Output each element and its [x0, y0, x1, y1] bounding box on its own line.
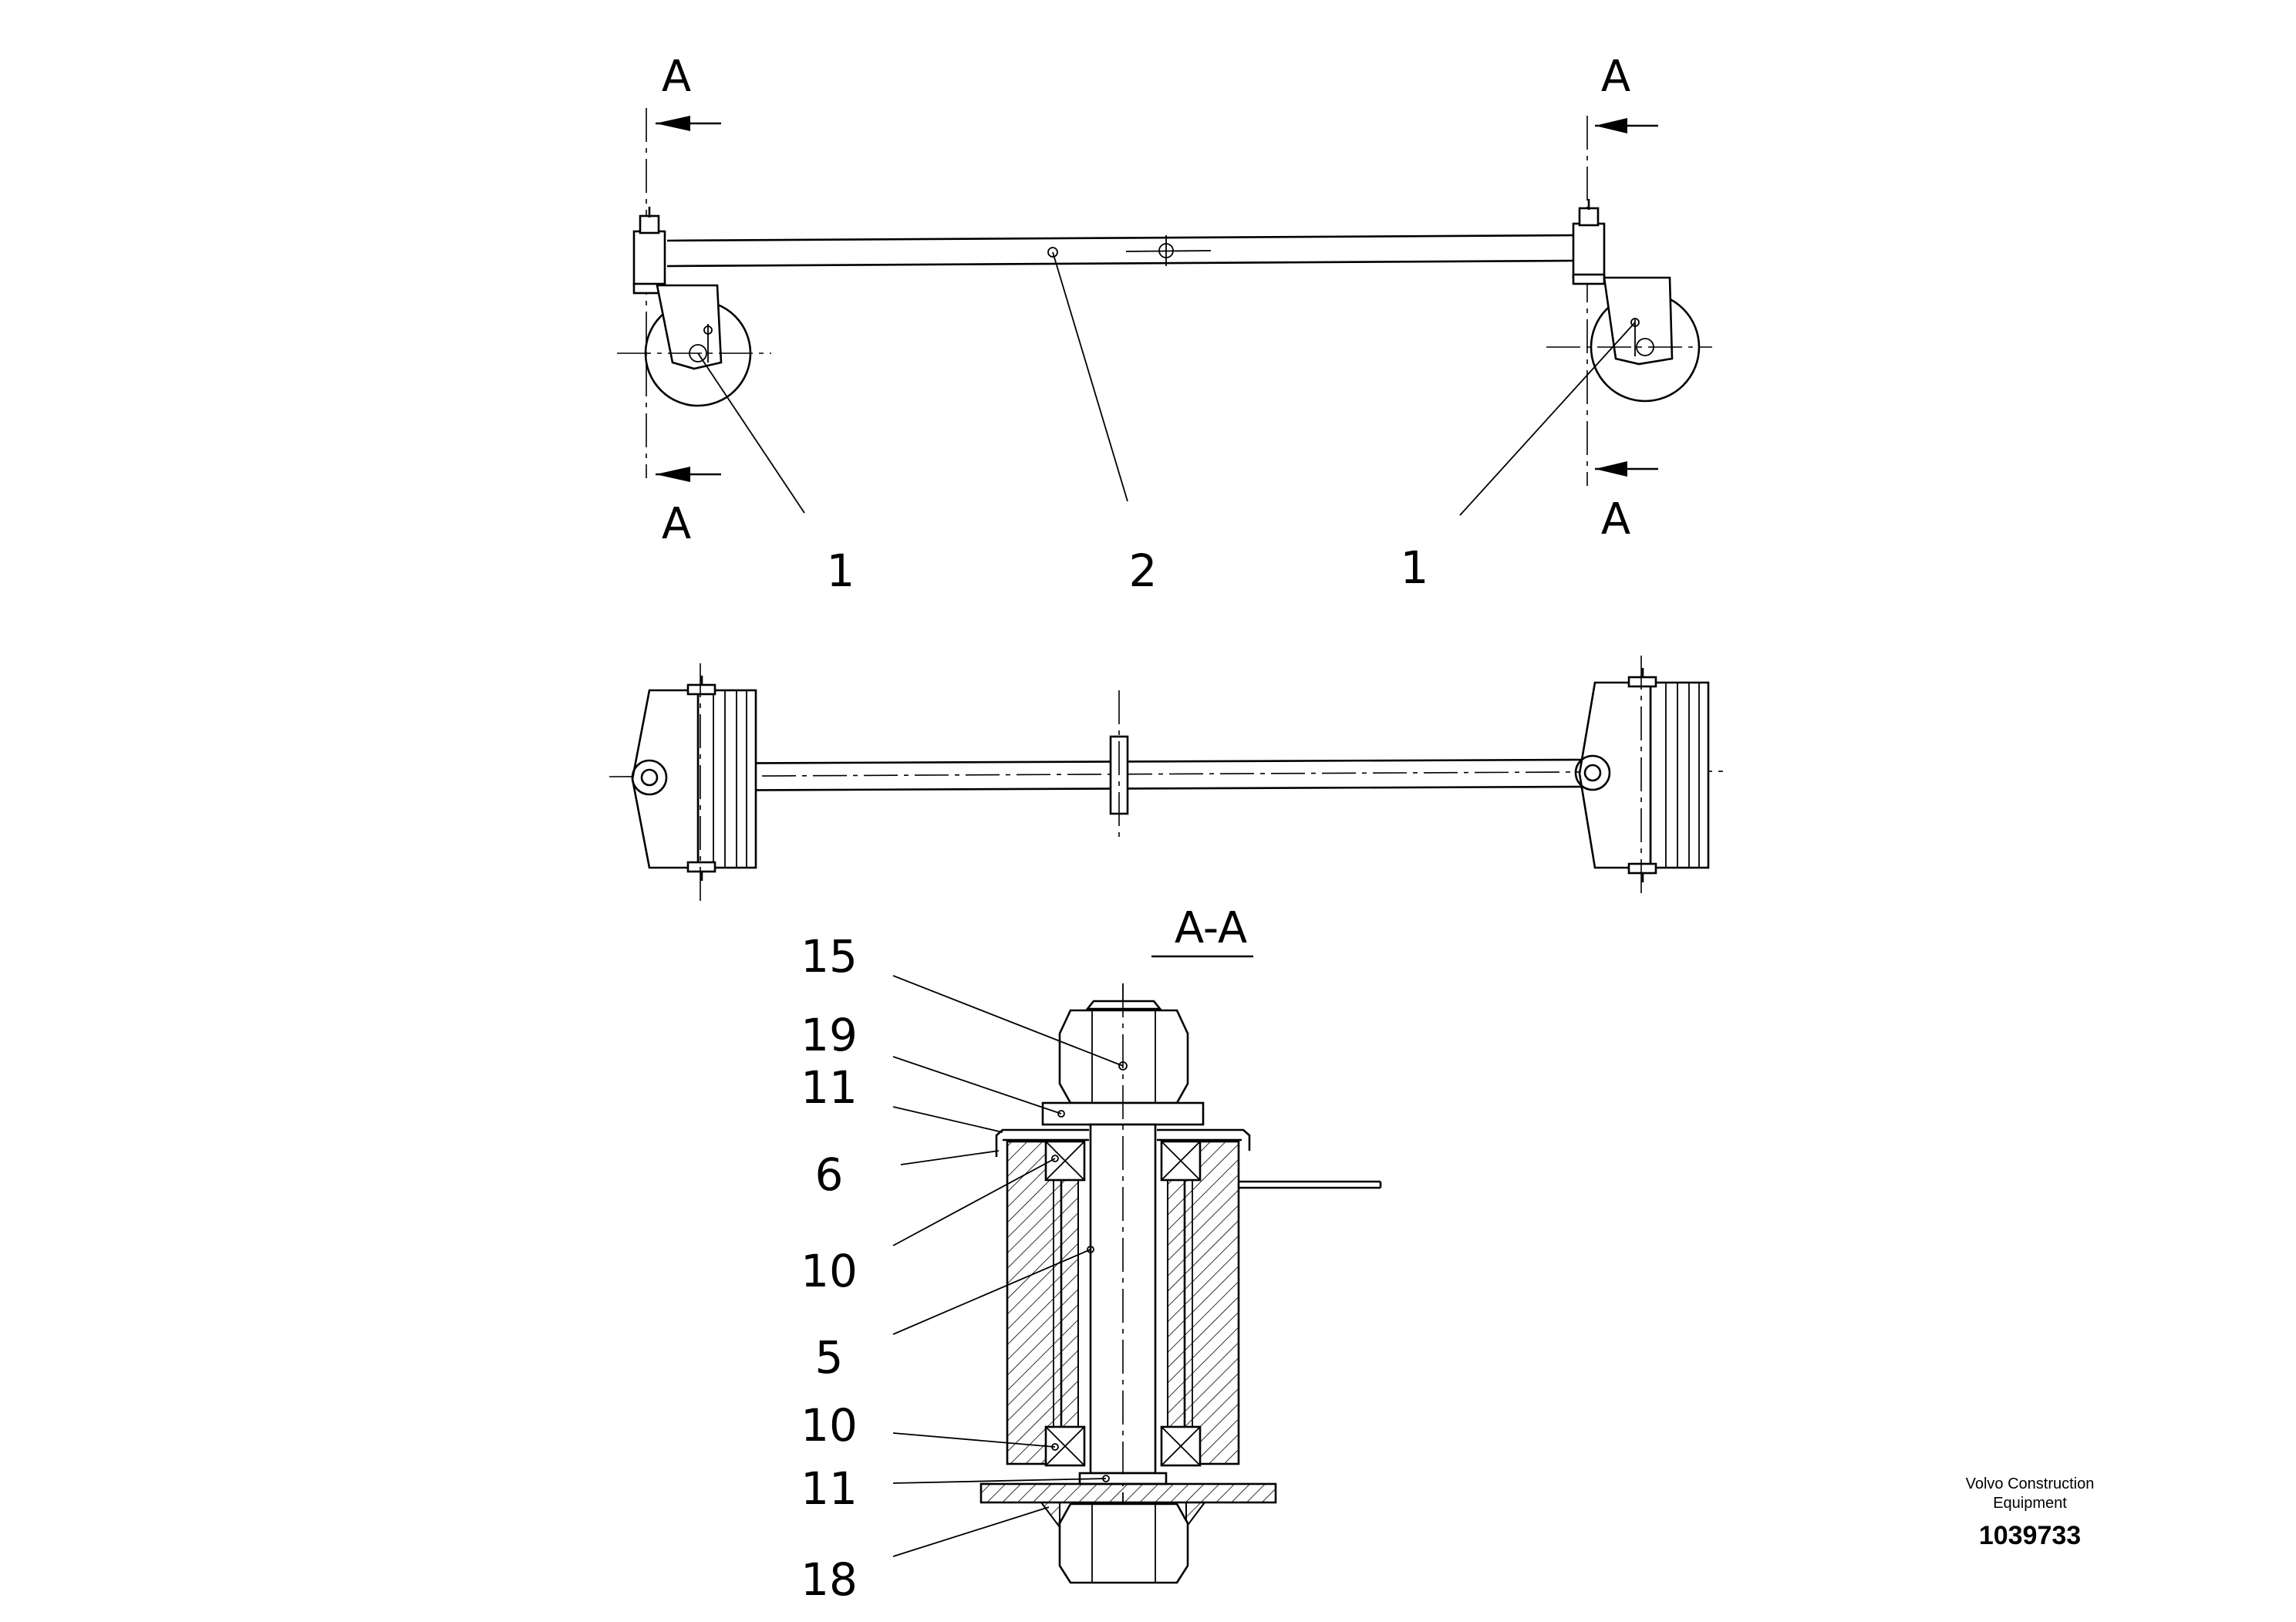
callout-10-bottom: 10 — [801, 1399, 858, 1452]
brand-block: Volvo Construction Equipment 1039733 — [1966, 1475, 2095, 1550]
brand-line-1: Volvo Construction — [1966, 1475, 2095, 1492]
left-roller-front — [631, 663, 757, 906]
callout-10-top: 10 — [801, 1245, 858, 1297]
brand-line-2: Equipment — [1993, 1495, 2067, 1512]
leader-1-right — [1459, 322, 1636, 516]
document-number: 1039733 — [1979, 1521, 2081, 1550]
callout-19: 19 — [801, 1009, 858, 1061]
leader-2 — [1052, 251, 1128, 502]
section-mark-top-right: A — [1601, 52, 1630, 102]
callout-18: 18 — [801, 1553, 858, 1606]
callout-1-left: 1 — [827, 545, 855, 597]
section-title: A-A — [1175, 903, 1247, 953]
right-roller-top — [1546, 199, 1712, 403]
section-mark-bottom-left: A — [662, 499, 691, 549]
callout-2: 2 — [1129, 545, 1158, 597]
callout-11-top: 11 — [801, 1061, 858, 1114]
callout-11-bottom: 11 — [801, 1462, 858, 1515]
tie-rod-top — [666, 234, 1574, 268]
top-view: A A A A 1 2 1 — [617, 52, 1712, 597]
callout-1-right: 1 — [1401, 541, 1429, 594]
callout-15: 15 — [801, 930, 858, 983]
bearing-top — [1044, 1140, 1202, 1182]
left-roller-top — [617, 207, 771, 407]
right-roller-front — [1574, 656, 1710, 899]
section-a-a: A-A — [801, 903, 1382, 1606]
front-view — [609, 656, 1728, 906]
section-mark-bottom-right: A — [1601, 494, 1630, 545]
section-cut-right — [1586, 116, 1658, 486]
section-mark-top-left: A — [662, 52, 691, 102]
leader-1-left — [697, 352, 805, 514]
callout-5: 5 — [815, 1331, 844, 1384]
callout-6: 6 — [815, 1148, 844, 1201]
